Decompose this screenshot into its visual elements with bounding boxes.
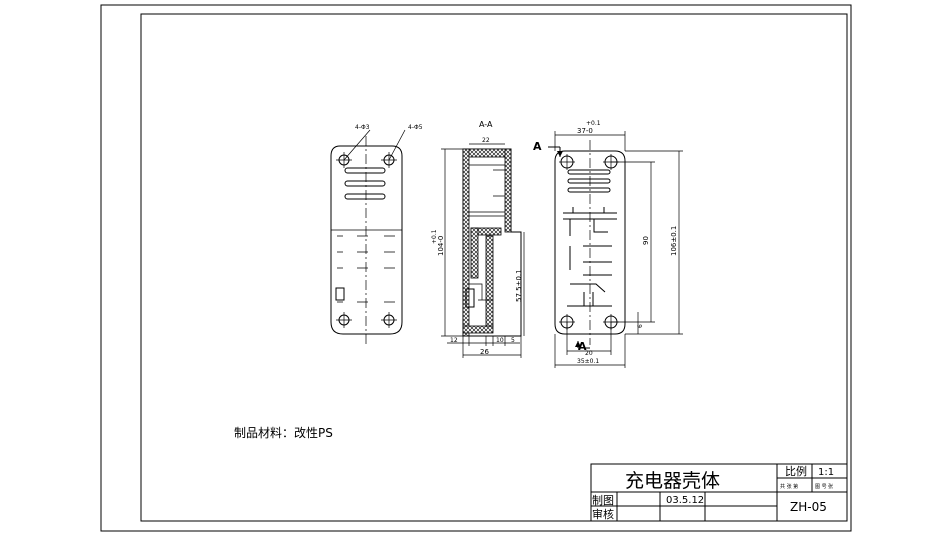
back-view: +0.1 37-0 90 106±0.1 6 20 35±0.1 A A <box>533 120 683 368</box>
back-top-tol: +0.1 <box>586 120 601 127</box>
section-bottom-a: 12 <box>450 337 458 344</box>
front-hole-label-b: 4-Φ5 <box>408 124 423 131</box>
scale-value: 1:1 <box>818 467 834 478</box>
part-name: 充电器壳体 <box>625 470 720 492</box>
title-block: 充电器壳体 比例 1:1 共 张 第 图 号 张 制图 审核 03.5.12 Z… <box>590 463 848 522</box>
section-marker-bottom: A <box>578 340 587 353</box>
back-total-height: 106±0.1 <box>670 226 678 256</box>
front-hole-label-a: 4-Φ3 <box>355 124 370 131</box>
section-wall-left <box>462 148 470 337</box>
scale-label: 比例 <box>785 464 807 478</box>
section-marker-top: A <box>533 140 542 153</box>
section-label: A-A <box>479 120 493 129</box>
section-mid: 57.5±0.1 <box>515 269 523 302</box>
back-inner-height: 90 <box>642 236 650 245</box>
inner-border <box>140 13 848 522</box>
sub-label-2: 图 号 张 <box>815 483 833 490</box>
section-bottom-b: 10 <box>496 337 504 344</box>
back-bottom-small: 6 <box>637 324 644 328</box>
front-view: 4-Φ3 4-Φ5 <box>330 124 423 344</box>
section-height-tol: +0.1 <box>431 229 438 244</box>
back-top-width: 37-0 <box>577 127 593 135</box>
section-view: A-A 22 104-0 +0.1 57.5±0.1 12 10 5 26 <box>431 120 525 358</box>
back-bottom-inner: 20 <box>585 350 593 357</box>
section-column <box>470 227 479 279</box>
sub-label-1: 共 张 第 <box>780 483 798 490</box>
date: 03.5.12 <box>666 495 704 506</box>
section-top-width: 22 <box>482 137 490 144</box>
section-wall-right-upper <box>504 148 512 233</box>
checked-label: 审核 <box>592 507 614 521</box>
back-bottom-width: 35±0.1 <box>577 358 599 365</box>
drawing-no: ZH-05 <box>790 500 827 514</box>
section-base <box>462 325 494 334</box>
material-note: 制品材料：改性PS <box>234 426 333 440</box>
drawn-label: 制图 <box>592 494 614 507</box>
section-wall-top <box>462 148 512 158</box>
section-bottom-c: 5 <box>511 337 515 344</box>
section-bottom-total: 26 <box>480 348 489 356</box>
outer-border <box>100 4 852 532</box>
section-height: 104-0 <box>437 236 445 256</box>
section-post <box>485 235 494 327</box>
